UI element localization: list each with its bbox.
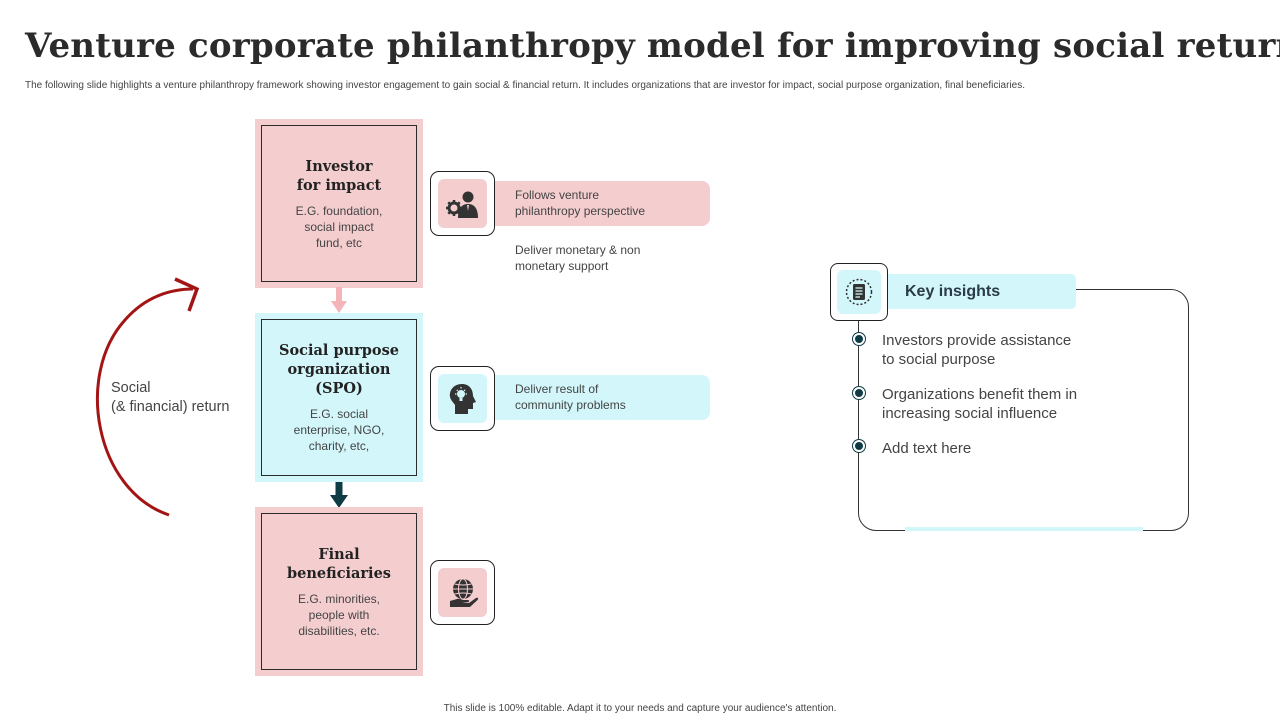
stage-description: E.G. minorities, people with disabilitie… [297, 591, 381, 638]
stage-description: E.G. social enterprise, NGO, charity, et… [293, 407, 385, 453]
insights-panel-accent [905, 527, 1143, 531]
stage-title: Final beneficiaries [287, 545, 391, 582]
insight-item: Organizations benefit them in increasing… [882, 386, 1078, 422]
investor-icon-box [430, 171, 495, 236]
document-list-icon [845, 278, 873, 306]
connector-arrow [330, 482, 348, 508]
insights-icon-box [830, 263, 888, 321]
stage-title: Social purpose organization (SPO) [279, 342, 399, 397]
investor-note-pill: Follows venture philanthropy perspective [495, 181, 710, 226]
stage-spo: Social purpose organization (SPO) E.G. s… [255, 313, 423, 482]
connector-arrow [331, 287, 347, 313]
investor-gear-icon [445, 191, 478, 218]
investor-note-text: Deliver monetary & non monetary support [515, 243, 641, 273]
slide-title: Venture corporate philanthropy model for… [25, 26, 1280, 66]
slide-subtitle: The following slide highlights a venture… [25, 80, 1025, 91]
stage-description: E.G. foundation, social impact fund, etc [295, 203, 383, 250]
stage-investor: Investor for impact E.G. foundation, soc… [255, 119, 423, 288]
return-arrow [96, 277, 200, 517]
spo-icon-box [430, 366, 495, 431]
insight-item: Investors provide assistance to social p… [882, 332, 1072, 368]
return-label: Social (& financial) return [111, 380, 230, 415]
insight-bullet [853, 333, 865, 345]
insight-bullet [853, 387, 865, 399]
head-idea-icon [449, 383, 476, 414]
globe-hand-icon [449, 578, 478, 607]
slide-footer: This slide is 100% editable. Adapt it to… [443, 703, 837, 714]
stage-title: Investor for impact [296, 157, 382, 194]
insight-item: Add text here [882, 440, 972, 457]
spo-note-pill: Deliver result of community problems [495, 375, 710, 420]
insight-bullet [853, 440, 865, 452]
key-insights-panel [858, 289, 1189, 531]
key-insights-header: Key insights [886, 274, 1076, 309]
beneficiaries-icon-box [430, 560, 495, 625]
stage-beneficiaries: Final beneficiaries E.G. minorities, peo… [255, 507, 423, 676]
